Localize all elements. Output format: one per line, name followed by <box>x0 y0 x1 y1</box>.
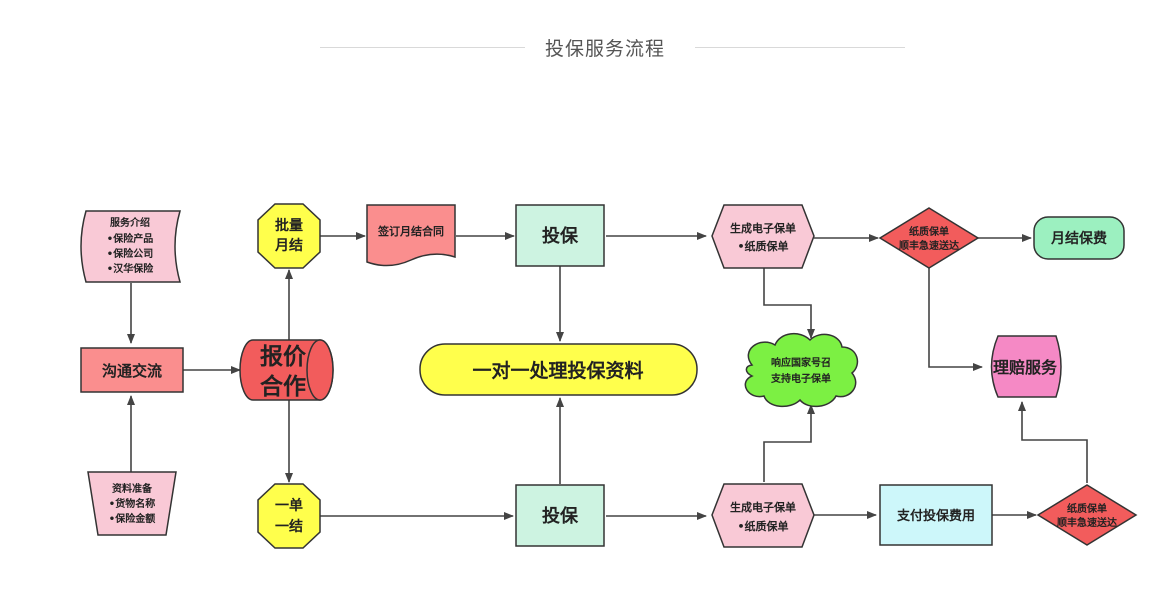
page-header: 投保服务流程 <box>0 30 1150 66</box>
node-batch-monthly-line-2: 月结 <box>274 237 303 254</box>
edge-policy-top-to-cloud <box>763 268 815 339</box>
node-insure-top-label: 投保 <box>542 225 579 247</box>
node-gen-policy-bottom-line-1: 生成电子保单 <box>730 500 796 514</box>
node-monthly-fee: 月结保费 <box>1033 216 1125 260</box>
node-green-cloud-line-2: 支持电子保单 <box>770 372 831 385</box>
node-single-line-2: 一结 <box>275 518 303 535</box>
node-material-prep-line-3: •保险金额 <box>109 512 155 525</box>
node-communication: 沟通交流 <box>80 347 184 393</box>
title-divider-right <box>695 47 905 48</box>
node-one-on-one: 一对一处理投保资料 <box>419 343 698 396</box>
node-single-line-1: 一单 <box>275 497 303 514</box>
node-gen-policy-bottom: 生成电子保单 •纸质保单 <box>711 483 815 548</box>
edge-paper-bottom-to-claims <box>1018 401 1088 483</box>
node-service-intro-line-2: •保险产品 <box>107 232 153 245</box>
node-paper-top-line-2: 顺丰急速送达 <box>899 239 959 252</box>
node-paper-top-line-1: 纸质保单 <box>909 225 949 238</box>
node-material-prep: 资料准备 •货物名称 •保险金额 <box>87 471 177 536</box>
page-title: 投保服务流程 <box>544 38 665 60</box>
node-monthly-fee-label: 月结保费 <box>1050 230 1107 247</box>
node-green-cloud: 响应国家号召 支持电子保单 <box>744 333 859 408</box>
node-quote: 报价 合作 <box>239 339 334 401</box>
node-gen-policy-bottom-line-2: •纸质保单 <box>737 519 788 533</box>
node-paper-top: 纸质保单 顺丰急速送达 <box>878 207 980 269</box>
node-green-cloud-line-1: 响应国家号召 <box>771 356 831 369</box>
node-service-intro-line-1: 服务介绍 <box>110 216 150 229</box>
node-sign-contract: 签订月结合同 <box>366 204 456 267</box>
node-batch-monthly-line-1: 批量 <box>275 217 303 234</box>
node-pay-fee: 支付投保费用 <box>879 484 993 546</box>
node-claims-label: 理赔服务 <box>993 358 1058 377</box>
node-quote-line-2: 合作 <box>260 373 306 400</box>
node-service-intro-line-4: •汉华保险 <box>107 262 154 275</box>
node-material-prep-line-2: •货物名称 <box>109 497 155 510</box>
node-paper-bottom: 纸质保单 顺丰急速送达 <box>1036 484 1138 546</box>
node-gen-policy-top-line-2: •纸质保单 <box>737 239 788 253</box>
node-insure-bottom-label: 投保 <box>542 505 579 527</box>
edge-paper-top-to-claims <box>928 268 983 371</box>
node-gen-policy-top: 生成电子保单 •纸质保单 <box>711 204 815 269</box>
node-sign-contract-label: 签订月结合同 <box>377 224 444 238</box>
node-quote-line-1: 报价 <box>260 344 307 370</box>
node-communication-label: 沟通交流 <box>102 362 162 380</box>
node-one-on-one-label: 一对一处理投保资料 <box>472 359 643 382</box>
node-service-intro-line-3: •保险公司 <box>107 247 153 260</box>
node-insure-top: 投保 <box>515 204 605 267</box>
edge-policy-bottom-to-cloud <box>763 404 815 482</box>
node-pay-fee-label: 支付投保费用 <box>896 508 975 524</box>
node-claims: 理赔服务 <box>990 335 1062 398</box>
node-material-prep-line-1: 资料准备 <box>112 482 153 495</box>
node-service-intro: 服务介绍 •保险产品 •保险公司 •汉华保险 <box>80 210 181 283</box>
node-paper-bottom-line-1: 纸质保单 <box>1067 502 1107 515</box>
edges <box>127 232 1088 520</box>
node-gen-policy-top-line-1: 生成电子保单 <box>730 221 796 235</box>
node-paper-bottom-line-2: 顺丰急速送达 <box>1057 516 1117 529</box>
title-divider-left <box>320 47 525 48</box>
node-single: 一单 一结 <box>257 483 321 549</box>
node-insure-bottom: 投保 <box>515 484 605 547</box>
node-batch-monthly: 批量 月结 <box>257 203 321 269</box>
